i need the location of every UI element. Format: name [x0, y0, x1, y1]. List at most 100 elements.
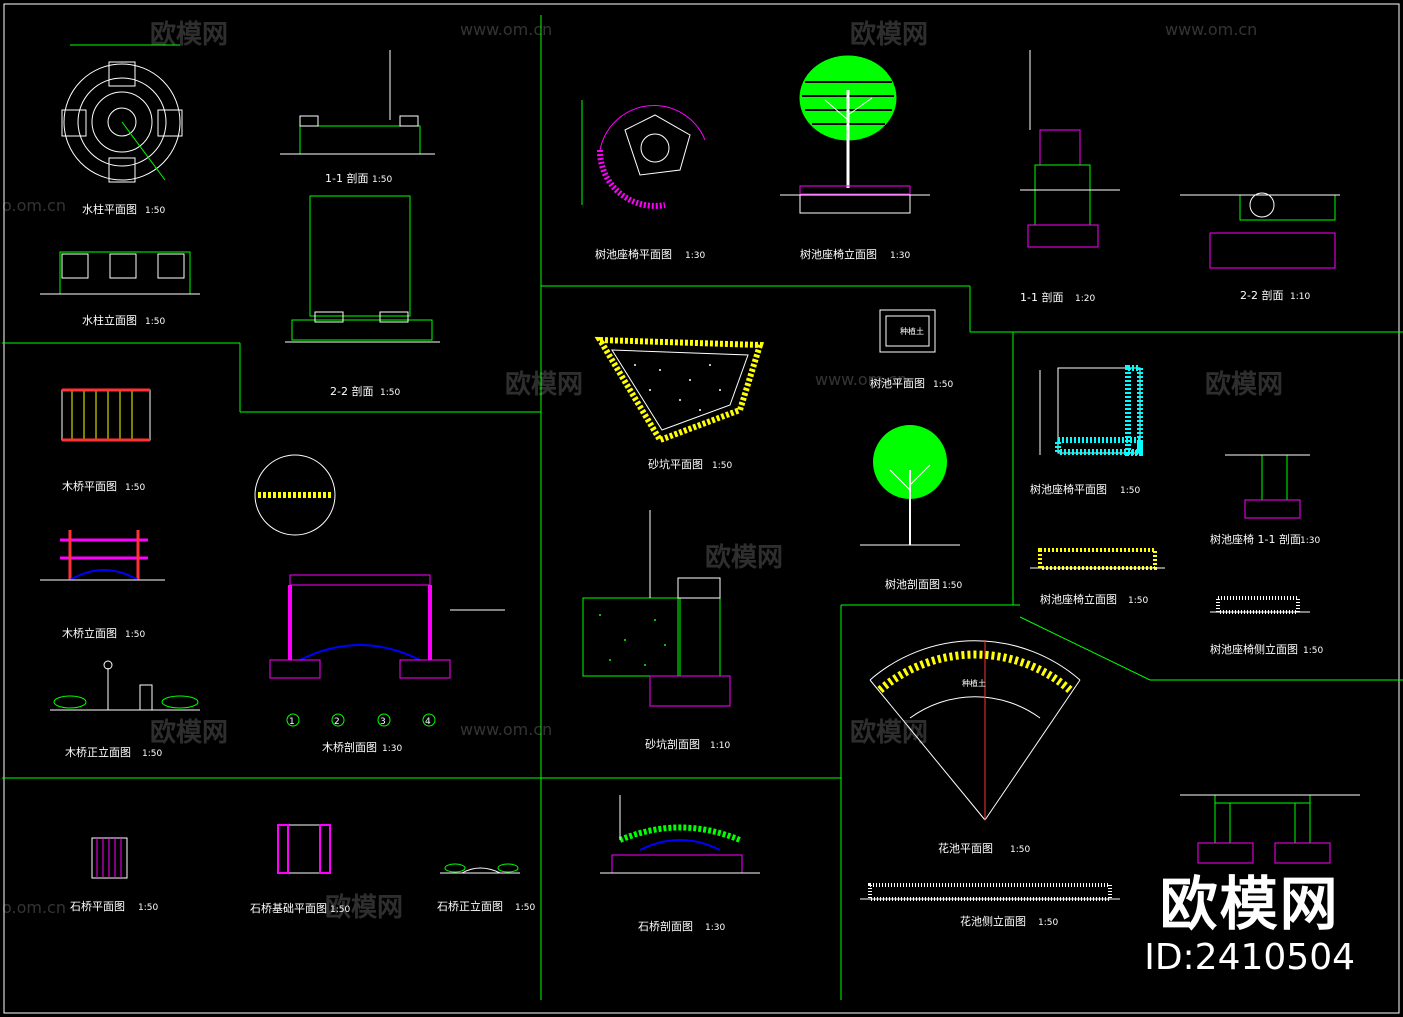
watermark-text: 欧模网	[850, 718, 929, 748]
sandpit-plan-drawing	[594, 336, 765, 444]
sandpit-section-scale: 1:10	[710, 741, 730, 751]
bench-plan-2-drawing	[1039, 365, 1143, 456]
panel-dividers	[2, 15, 1403, 1000]
tree-bench-plan-title: 树池座椅平面图	[595, 247, 672, 261]
watermark-url: www.om.cn	[1165, 20, 1258, 39]
grid-marker-2: 2	[334, 717, 340, 727]
fountain-section-22	[285, 195, 440, 343]
wood-bridge-section-title: 木桥剖面图	[322, 740, 377, 754]
brand-name: 欧模网	[1159, 870, 1340, 938]
tree-pit-plan-scale: 1:50	[933, 380, 953, 390]
stone-bridge-plan-scale: 1:50	[138, 903, 158, 913]
watermark-text: 欧模网	[1205, 370, 1284, 400]
flower-bed-note: 种植土	[962, 678, 986, 688]
bench-plan-2-title: 树池座椅平面图	[1030, 482, 1107, 496]
flower-bed-plan-scale: 1:50	[1010, 845, 1030, 855]
watermark-text: 欧模网	[850, 20, 929, 50]
watermark-url: www.om.cn	[460, 20, 553, 39]
fountain-plan-title: 水柱平面图	[82, 202, 137, 216]
watermark-url: www.om.cn	[815, 370, 908, 389]
section-11-b-title: 1-1 剖面	[1020, 290, 1063, 304]
bench-section-11-c-title: 树池座椅 1-1 剖面	[1210, 532, 1301, 546]
section-22-b-scale: 1:10	[1290, 292, 1310, 302]
section-11-a-scale: 1:50	[372, 175, 392, 185]
sheet-border	[3, 3, 1400, 1014]
tree-bench-elev-scale: 1:30	[890, 251, 910, 261]
wood-bridge-section-drawing	[254, 454, 505, 679]
bench-section-11-b	[1020, 50, 1120, 248]
section-11-b-scale: 1:20	[1075, 294, 1095, 304]
tree-bench-plan-scale: 1:30	[685, 251, 705, 261]
bench-side-elevation-drawing	[1210, 596, 1310, 614]
watermark-url: o.om.cn	[2, 196, 66, 215]
fountain-section-11	[280, 50, 435, 155]
stone-bridge-section-drawing	[600, 795, 760, 874]
tree-bench-plan-drawing	[581, 100, 706, 209]
sandpit-section-drawing	[582, 510, 731, 707]
section-22-b-title: 2-2 剖面	[1240, 288, 1283, 302]
wood-bridge-front-title: 木桥正立面图	[65, 745, 131, 759]
flower-bed-side-title: 花池侧立面图	[960, 914, 1026, 928]
watermark-text: 欧模网	[705, 543, 784, 573]
fountain-elev-scale: 1:50	[145, 317, 165, 327]
wood-bridge-elev-scale: 1:50	[125, 630, 145, 640]
fountain-elev-title: 水柱立面图	[82, 313, 137, 327]
wood-bridge-section-scale: 1:30	[382, 744, 402, 754]
brand-watermark: 欧模网 ID:2410504	[1144, 872, 1355, 980]
flower-bed-side-scale: 1:50	[1038, 918, 1058, 928]
tree-bench-elev-title: 树池座椅立面图	[800, 247, 877, 261]
stone-bridge-front-scale: 1:50	[515, 903, 535, 913]
wood-bridge-plan-drawing	[61, 388, 151, 442]
grid-marker-4: 4	[425, 717, 431, 727]
sandpit-plan-title: 砂坑平面图	[648, 457, 703, 471]
bench-section-22-b	[1180, 192, 1340, 269]
sandpit-section-title: 砂坑剖面图	[645, 737, 700, 751]
bench-side-title: 树池座椅侧立面图	[1210, 642, 1298, 656]
watermark-text: 欧模网	[150, 20, 229, 50]
wood-bridge-plan-title: 木桥平面图	[62, 480, 117, 493]
watermark-text: 欧模网	[150, 718, 229, 748]
tree-pit-section-scale: 1:50	[942, 581, 962, 591]
flower-bed-side-drawing	[860, 883, 1120, 901]
wood-bridge-elev-title: 木桥立面图	[62, 626, 117, 640]
grid-marker-1: 1	[289, 717, 295, 727]
bench-plan-2-scale: 1:50	[1120, 486, 1140, 496]
fountain-elevation-drawing	[40, 251, 200, 295]
fountain-plan-drawing	[61, 44, 183, 183]
stone-bridge-base-title: 石桥基础平面图	[250, 902, 327, 915]
stone-bridge-front-drawing	[440, 863, 520, 874]
bench-section-11-c	[1225, 454, 1310, 519]
stone-bridge-front-title: 石桥正立面图	[437, 899, 503, 913]
grid-markers: 1 2 3 4	[286, 713, 436, 727]
tree-pit-plan-title: 树池平面图	[870, 376, 925, 390]
stone-bridge-plan-title: 石桥平面图	[70, 900, 125, 913]
stone-bridge-base-scale: 1:50	[330, 905, 350, 915]
wood-bridge-plan-scale: 1:50	[125, 483, 145, 493]
bench-section-11-c-scale: 1:30	[1300, 536, 1320, 546]
tree-pit-plan-note: 种植土	[900, 326, 924, 336]
wood-bridge-elevation-drawing	[40, 530, 165, 581]
stone-bridge-base-drawing	[277, 824, 331, 874]
watermark-url: www.om.cn	[460, 720, 553, 739]
brand-id: ID:2410504	[1144, 937, 1355, 978]
bench-front-title: 树池座椅立面图	[1040, 592, 1117, 606]
grid-marker-3: 3	[380, 717, 386, 727]
tree-bench-elevation-drawing	[780, 55, 930, 214]
bench-elevation-drawing	[1030, 548, 1165, 570]
tree-pit-section-drawing	[860, 425, 960, 546]
section-22-a-title: 2-2 剖面	[330, 384, 373, 398]
sandpit-plan-scale: 1:50	[712, 461, 732, 471]
stone-bridge-section-title: 石桥剖面图	[638, 919, 693, 933]
tree-pit-plan-drawing: 种植土	[879, 309, 936, 353]
section-11-a-title: 1-1 剖面	[325, 171, 368, 185]
wood-bridge-front-scale: 1:50	[142, 749, 162, 759]
tree-pit-section-title: 树池剖面图	[885, 577, 940, 591]
fountain-plan-scale: 1:50	[145, 206, 165, 216]
bench-front-scale: 1:50	[1128, 596, 1148, 606]
wood-bridge-front-drawing	[50, 660, 200, 711]
watermark-text: 欧模网	[505, 370, 584, 400]
section-22-a-scale: 1:50	[380, 388, 400, 398]
flower-bed-plan-title: 花池平面图	[938, 842, 993, 855]
flower-bed-plan-drawing: 种植土	[869, 640, 1081, 821]
